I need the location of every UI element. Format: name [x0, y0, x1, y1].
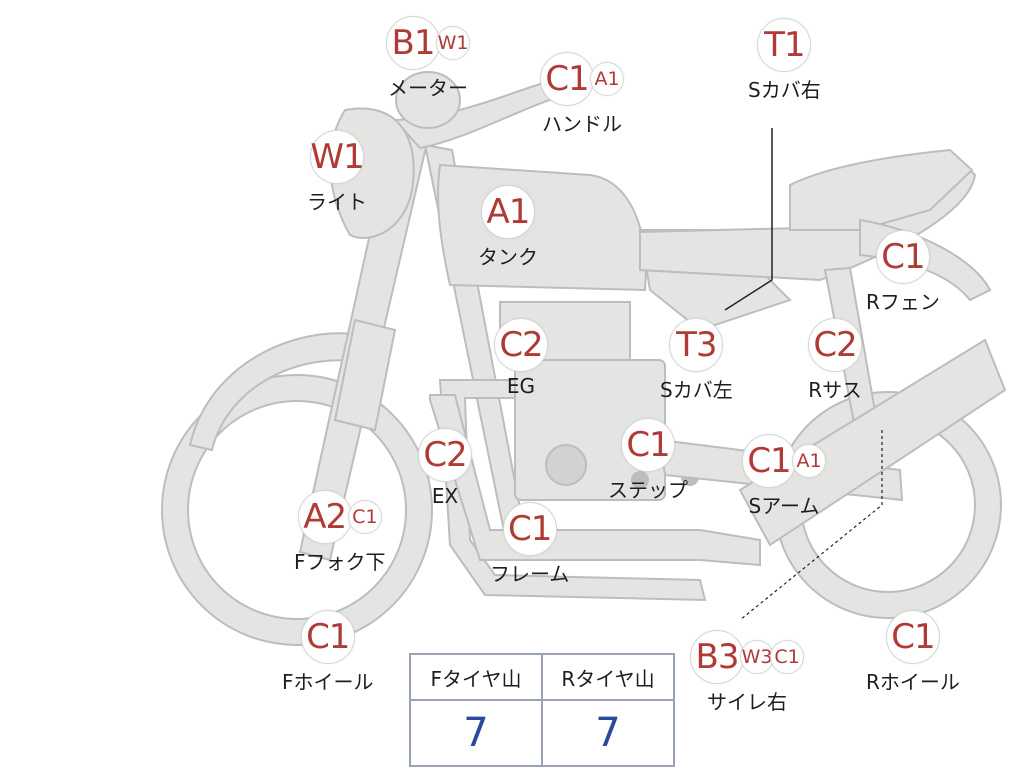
condition-code-badge: T3 — [669, 318, 724, 372]
ffork-label: Fフォク下 — [294, 550, 386, 574]
tank-shape — [437, 163, 647, 292]
step-label: ステップ — [608, 478, 688, 502]
ex-label: EX — [431, 484, 459, 508]
front-tire-value: 7 — [409, 699, 543, 767]
condition-code-badge: C1 — [621, 418, 675, 472]
rfender-label: Rフェン — [866, 290, 940, 314]
frame-label: フレーム — [490, 562, 570, 586]
callout-ex: C2 EX — [418, 428, 472, 508]
callout-badges: C2 — [494, 318, 548, 372]
callout-ffork: A2 C1 Fフォク下 — [294, 490, 386, 575]
leader-line-silencer — [739, 430, 883, 621]
callout-step: C1 ステップ — [608, 418, 688, 503]
footpeg-shape — [631, 471, 649, 489]
eg-label: EG — [506, 374, 536, 398]
callout-badges: T1 — [757, 18, 812, 72]
front-tire-header: Fタイヤ山 — [409, 653, 543, 701]
callout-badges: T3 — [669, 318, 724, 372]
callout-badges: C1 A1 — [540, 52, 624, 106]
sub-code-badge-2: C1 — [770, 640, 804, 674]
sub-code-badge: C1 — [347, 500, 382, 534]
scover-right-label: Sカバ右 — [748, 78, 821, 102]
meter-label: メーター — [388, 76, 468, 100]
rsus-label: Rサス — [808, 378, 862, 402]
scover-left-label: Sカバ左 — [660, 378, 733, 402]
rear-cowl-shape — [789, 148, 974, 231]
callout-scover-left: T3 Sカバ左 — [660, 318, 733, 403]
callout-light: W1 ライト — [307, 130, 367, 215]
meter-shape — [395, 71, 461, 129]
callout-badges: C1 — [621, 418, 675, 472]
callout-badges: C1 — [885, 610, 940, 664]
callout-silencer: B3 W3 C1 サイレ右 — [690, 630, 804, 715]
condition-code-badge: B3 — [690, 630, 744, 684]
engine-cover-shape — [545, 444, 587, 486]
callout-badges: A1 — [481, 185, 535, 239]
condition-code-badge: A2 — [297, 490, 352, 544]
silencer-shape — [738, 338, 1007, 547]
front-wheel-shape — [161, 374, 433, 646]
sub-code-badge: A1 — [590, 62, 624, 96]
rear-tire-value: 7 — [541, 699, 675, 767]
callout-handle: C1 A1 ハンドル — [540, 52, 624, 137]
callout-badges: W1 — [310, 130, 365, 184]
fork-upper-shape — [333, 318, 397, 432]
callout-badges: C1 A1 — [742, 434, 826, 488]
callout-meter: B1 W1 メーター — [386, 16, 470, 101]
condition-code-badge: C1 — [502, 502, 557, 556]
condition-code-badge: C2 — [808, 318, 862, 372]
condition-code-badge: C1 — [885, 610, 940, 664]
callout-eg: C2 EG — [494, 318, 548, 398]
sarm-label: Sアーム — [748, 494, 820, 518]
light-label: ライト — [307, 190, 367, 214]
rwheel-label: Rホイール — [866, 670, 960, 694]
condition-code-badge: A1 — [481, 185, 535, 239]
silencer-label: サイレ右 — [707, 690, 787, 714]
condition-code-badge: C1 — [875, 230, 930, 284]
sub-code-badge: A1 — [792, 444, 826, 478]
callout-scover-right: T1 Sカバ右 — [748, 18, 821, 103]
callout-badges: C2 — [808, 318, 862, 372]
callout-fwheel: C1 Fホイール — [282, 610, 374, 695]
callout-rsus: C2 Rサス — [808, 318, 862, 403]
rear-tire-header: Rタイヤ山 — [541, 653, 675, 701]
callout-sarm: C1 A1 Sアーム — [742, 434, 826, 519]
callout-tank: A1 タンク — [478, 185, 538, 270]
callout-badges: B3 W3 C1 — [690, 630, 804, 684]
condition-code-badge: C1 — [540, 52, 594, 106]
tire-tread-table: Fタイヤ山 Rタイヤ山 7 7 — [409, 653, 675, 767]
condition-code-badge: W1 — [310, 130, 365, 184]
condition-code-badge: C1 — [742, 434, 796, 488]
condition-code-badge: C2 — [494, 318, 548, 372]
callout-badges: C1 — [300, 610, 355, 664]
condition-code-badge: C2 — [418, 428, 472, 482]
callout-badges: C1 — [502, 502, 557, 556]
fwheel-label: Fホイール — [282, 670, 374, 694]
sub-code-badge: W1 — [436, 26, 470, 60]
condition-code-badge: T1 — [757, 18, 812, 72]
condition-code-badge: C1 — [300, 610, 355, 664]
tank-label: タンク — [478, 245, 538, 269]
leader-line-scover-right — [724, 128, 773, 311]
callout-rwheel: C1 Rホイール — [866, 610, 960, 695]
callout-badges: B1 W1 — [386, 16, 470, 70]
callout-badges: C2 — [418, 428, 472, 482]
callout-rfender: C1 Rフェン — [866, 230, 940, 315]
callout-frame: C1 フレーム — [490, 502, 569, 587]
sub-code-badge: W3 — [740, 640, 774, 674]
callout-badges: A2 C1 — [297, 490, 382, 544]
handle-label: ハンドル — [542, 112, 622, 136]
callout-badges: C1 — [875, 230, 930, 284]
condition-code-badge: B1 — [386, 16, 440, 70]
